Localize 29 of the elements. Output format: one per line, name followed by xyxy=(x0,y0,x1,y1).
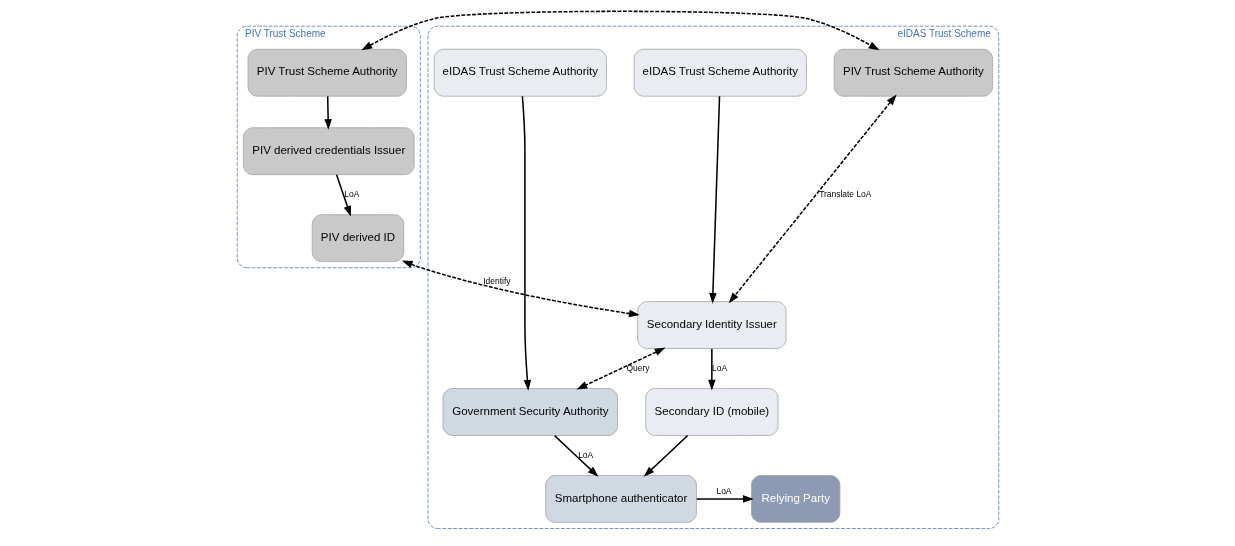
edge-label: LoA xyxy=(715,486,731,497)
arrow xyxy=(335,174,351,217)
arrow xyxy=(360,10,879,51)
node-box: eIDAS Trust Scheme Authority xyxy=(433,48,607,97)
arrow xyxy=(575,347,666,390)
edge-label: Identify xyxy=(482,275,510,286)
node-box: PIV Trust Scheme Authority xyxy=(247,48,407,97)
arrow xyxy=(323,95,332,130)
edge-label: LoA xyxy=(577,449,593,460)
node-box: Smartphone authenticator xyxy=(544,475,697,523)
edge-label: Translate LoA xyxy=(818,188,871,199)
node-box: Relying Party xyxy=(750,475,840,523)
arrow xyxy=(708,95,720,304)
node-box: Secondary ID (mobile) xyxy=(644,388,778,436)
arrow xyxy=(521,95,531,391)
node-box: eIDAS Trust Scheme Authority xyxy=(633,48,807,97)
arrow xyxy=(553,434,598,477)
node-box: Government Security Authority xyxy=(442,388,618,436)
arrow xyxy=(695,495,754,503)
arrow xyxy=(643,434,688,477)
arrow xyxy=(707,347,716,391)
edge-label: Query xyxy=(625,362,650,373)
arrow xyxy=(401,260,640,318)
arrow xyxy=(728,94,897,304)
node-box: PIV Trust Scheme Authority xyxy=(833,48,993,97)
node-box: PIV derived ID xyxy=(311,214,404,262)
node-box: PIV derived credentials Issuer xyxy=(242,127,415,176)
node-box: Secondary Identity Issuer xyxy=(636,301,786,349)
edge-label: LoA xyxy=(343,188,359,199)
